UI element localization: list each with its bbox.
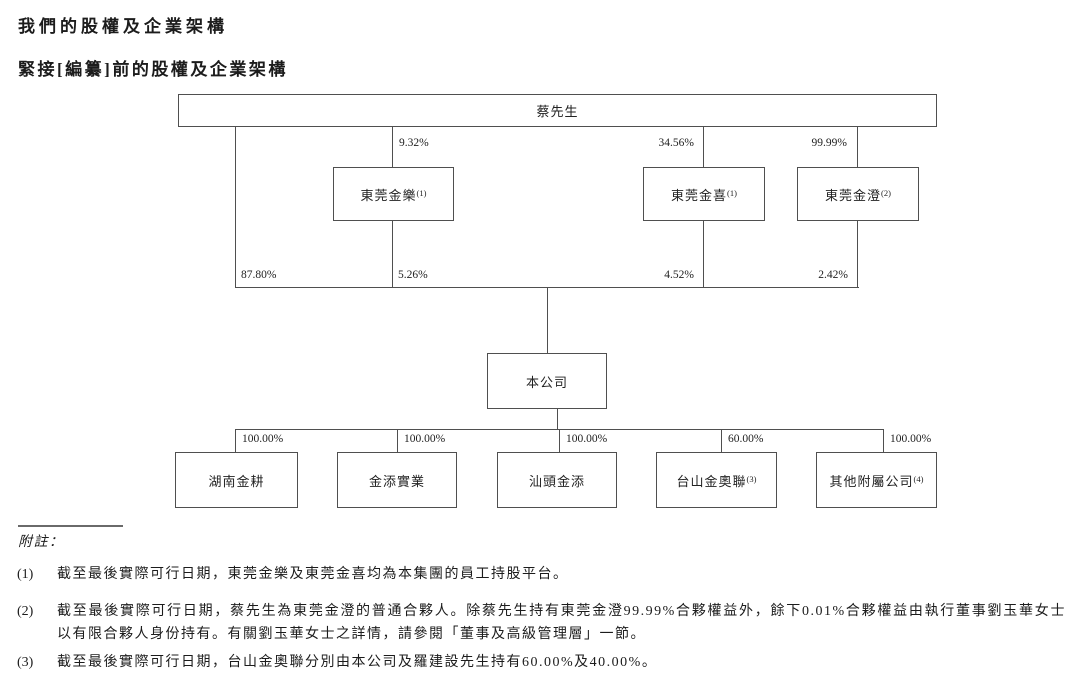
ownership-pct-company-to-jintian: 100.00%	[404, 433, 446, 445]
connector-line	[547, 287, 549, 353]
ownership-pct-cai-to-jinle: 9.32%	[399, 137, 429, 149]
entity-box-jintian-industrial: 金添實業	[337, 452, 457, 508]
footnotes-heading: 附註：	[18, 535, 65, 550]
entity-box-dongguan-jincheng: 東莞金澄(2)	[797, 167, 919, 221]
footnote-number: (2)	[17, 604, 34, 619]
footnote-number: (3)	[17, 655, 34, 670]
entity-label: 東莞金澄	[825, 187, 882, 203]
connector-line	[703, 221, 705, 287]
connector-line	[703, 127, 705, 167]
entity-label: 東莞金喜	[671, 187, 728, 203]
entity-label: 汕頭金添	[528, 473, 585, 489]
entity-label: 東莞金樂	[360, 187, 417, 203]
entity-box-company: 本公司	[487, 353, 607, 409]
ownership-pct-jincheng-to-company: 2.42%	[818, 269, 848, 281]
entity-label: 湖南金耕	[208, 473, 265, 489]
footnote-ref: (4)	[913, 473, 924, 484]
connector-line	[559, 429, 561, 452]
connector-line	[397, 429, 399, 452]
entity-box-other-subsidiaries: 其他附屬公司(4)	[816, 452, 937, 508]
connector-line	[235, 127, 237, 287]
entity-label: 蔡先生	[536, 104, 579, 119]
entity-box-dongguan-jinle: 東莞金樂(1)	[333, 167, 454, 221]
connector-line	[235, 429, 237, 452]
footnote-ref: (1)	[416, 187, 427, 198]
ownership-pct-cai-to-jinxi: 34.56%	[658, 137, 694, 149]
ownership-pct-cai-direct: 87.80%	[241, 269, 277, 281]
subsection-title: 緊接[編纂]前的股權及企業架構	[18, 60, 288, 79]
connector-line	[392, 221, 394, 287]
footnote-ref: (3)	[746, 473, 757, 484]
footnote-ref: (1)	[727, 187, 737, 198]
connector-line	[557, 409, 559, 429]
ownership-pct-cai-to-jincheng: 99.99%	[811, 137, 847, 149]
footnote-item: (3) 截至最後實際可行日期，台山金奧聯分別由本公司及羅建設先生持有60.00%…	[17, 651, 1066, 674]
footnote-text: 截至最後實際可行日期，蔡先生為東莞金澄的普通合夥人。除蔡先生持有東莞金澄99.9…	[57, 604, 1066, 642]
connector-line	[857, 221, 859, 287]
entity-label: 其他附屬公司	[829, 473, 914, 489]
footnote-number: (1)	[17, 567, 34, 582]
entity-box-hunan-jingeng: 湖南金耕	[175, 452, 298, 508]
ownership-pct-company-to-hunan: 100.00%	[242, 433, 284, 445]
ownership-pct-company-to-others: 100.00%	[890, 433, 932, 445]
entity-box-mr-cai: 蔡先生	[178, 94, 937, 127]
ownership-pct-jinxi-to-company: 4.52%	[664, 269, 694, 281]
entity-box-dongguan-jinxi: 東莞金喜(1)	[643, 167, 765, 221]
entity-box-shantou-jintian: 汕頭金添	[497, 452, 617, 508]
ownership-pct-jinle-to-company: 5.26%	[398, 269, 428, 281]
ownership-pct-company-to-taishan: 60.00%	[728, 433, 764, 445]
ownership-pct-company-to-shantou: 100.00%	[566, 433, 608, 445]
connector-line	[883, 429, 885, 452]
footnote-text: 截至最後實際可行日期，台山金奧聯分別由本公司及羅建設先生持有60.00%及40.…	[57, 655, 658, 670]
entity-label: 金添實業	[368, 473, 425, 489]
connector-line	[392, 127, 394, 167]
entity-label: 本公司	[525, 374, 568, 390]
connector-line	[721, 429, 723, 452]
section-title: 我們的股權及企業架構	[18, 17, 228, 36]
entity-box-taishan-jinaolian: 台山金奧聯(3)	[656, 452, 777, 508]
footnote-item: (2) 截至最後實際可行日期，蔡先生為東莞金澄的普通合夥人。除蔡先生持有東莞金澄…	[17, 600, 1066, 646]
footnote-ref: (2)	[881, 187, 891, 198]
entity-label: 台山金奧聯	[676, 473, 747, 489]
connector-line	[857, 127, 859, 167]
footnote-item: (1) 截至最後實際可行日期，東莞金樂及東莞金喜均為本集團的員工持股平台。	[17, 563, 1066, 586]
footnote-text: 截至最後實際可行日期，東莞金樂及東莞金喜均為本集團的員工持股平台。	[57, 567, 569, 582]
footnotes-divider	[18, 525, 123, 527]
